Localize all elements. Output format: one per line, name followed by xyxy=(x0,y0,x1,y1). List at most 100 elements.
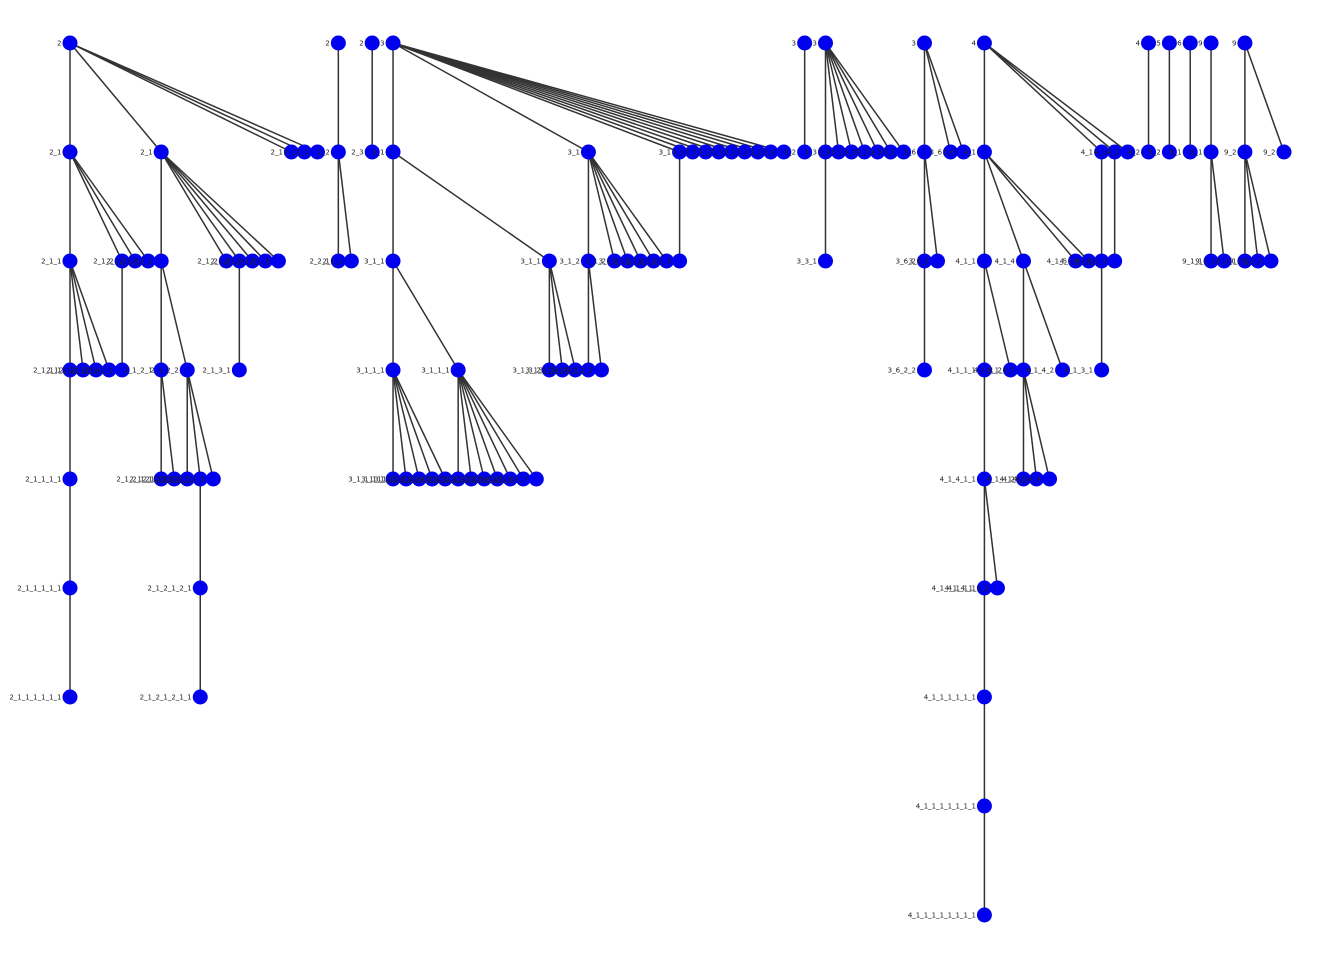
tree-node[interactable]: 4_1_4_2 xyxy=(987,471,1031,487)
node-circle[interactable] xyxy=(424,471,440,487)
tree-node[interactable]: 3_3 xyxy=(870,144,899,160)
tree-node[interactable]: 3_3 xyxy=(805,144,833,160)
tree-node[interactable]: 2_1_4 xyxy=(119,253,156,269)
node-circle[interactable] xyxy=(797,35,813,51)
node-circle[interactable] xyxy=(385,35,401,51)
node-circle[interactable] xyxy=(930,253,946,269)
tree-node[interactable]: 2_1_4 xyxy=(223,253,260,269)
node-circle[interactable] xyxy=(844,144,860,160)
tree-node[interactable]: 3_6_3 xyxy=(909,253,946,269)
node-circle[interactable] xyxy=(411,471,427,487)
tree-node[interactable]: 3_1_2 xyxy=(638,253,675,269)
tree-node[interactable]: 3 xyxy=(912,35,932,51)
node-circle[interactable] xyxy=(476,471,492,487)
tree-node[interactable]: 3_1_1_1_2 xyxy=(426,471,479,487)
node-circle[interactable] xyxy=(1094,253,1110,269)
node-circle[interactable] xyxy=(257,253,273,269)
tree-node[interactable]: 3_1_2_2 xyxy=(565,362,609,378)
node-circle[interactable] xyxy=(528,471,544,487)
tree-node[interactable]: 3_1_2 xyxy=(586,253,622,269)
node-circle[interactable] xyxy=(1182,35,1198,51)
tree-node[interactable]: 5 xyxy=(1156,35,1177,51)
node-circle[interactable] xyxy=(62,35,78,51)
tree-node[interactable]: 2_1_6 xyxy=(250,253,286,269)
node-circle[interactable] xyxy=(62,144,78,160)
node-circle[interactable] xyxy=(1042,471,1058,487)
node-circle[interactable] xyxy=(711,144,727,160)
node-circle[interactable] xyxy=(153,362,169,378)
node-circle[interactable] xyxy=(140,253,156,269)
tree-node[interactable]: 4_1_1_1 xyxy=(948,362,992,378)
node-circle[interactable] xyxy=(554,362,570,378)
tree-node[interactable]: 2 xyxy=(325,35,346,51)
tree-node[interactable]: 3_1_1_1_5 xyxy=(400,471,453,487)
node-circle[interactable] xyxy=(896,144,912,160)
tree-node[interactable]: 2_1_2 xyxy=(197,253,234,269)
tree-node[interactable]: 2_1 xyxy=(297,144,325,160)
tree-node[interactable]: 3_1 xyxy=(685,144,714,160)
node-circle[interactable] xyxy=(916,144,932,160)
node-circle[interactable] xyxy=(633,253,649,269)
node-circle[interactable] xyxy=(1120,144,1136,160)
node-circle[interactable] xyxy=(62,362,78,378)
node-circle[interactable] xyxy=(1068,253,1084,269)
tree-node[interactable]: 4_1_4 xyxy=(1086,253,1123,269)
node-circle[interactable] xyxy=(580,144,596,160)
node-circle[interactable] xyxy=(1015,471,1031,487)
node-circle[interactable] xyxy=(737,144,753,160)
node-circle[interactable] xyxy=(1002,362,1018,378)
node-circle[interactable] xyxy=(114,253,130,269)
tree-node[interactable]: 3_3 xyxy=(831,144,860,160)
tree-node[interactable]: 4_1_1_1_1_1_1 xyxy=(924,689,992,705)
node-circle[interactable] xyxy=(1182,144,1198,160)
tree-node[interactable]: 2_1_1_1_1_1 xyxy=(17,580,78,596)
tree-node[interactable]: 3_6_2 xyxy=(896,253,932,269)
node-circle[interactable] xyxy=(450,362,466,378)
node-circle[interactable] xyxy=(309,144,325,160)
node-circle[interactable] xyxy=(1216,253,1232,269)
node-circle[interactable] xyxy=(153,144,169,160)
tree-node[interactable]: 2_1_2_1_2 xyxy=(155,471,208,487)
node-circle[interactable] xyxy=(1094,144,1110,160)
tree-node[interactable]: 4_1_4 xyxy=(995,253,1031,269)
node-circle[interactable] xyxy=(817,253,833,269)
tree-node[interactable]: 2_1_2_1_2_1 xyxy=(148,580,208,596)
tree-node[interactable]: 2_1 xyxy=(140,144,169,160)
node-circle[interactable] xyxy=(153,253,169,269)
tree-node[interactable]: 4_1 xyxy=(1094,144,1123,160)
tree-node[interactable]: 2_1_1_1_1 xyxy=(25,471,78,487)
tree-node[interactable]: 4_1_6 xyxy=(1060,253,1097,269)
node-circle[interactable] xyxy=(989,580,1005,596)
node-circle[interactable] xyxy=(857,144,873,160)
tree-node[interactable]: 9_2_1 xyxy=(1216,253,1253,269)
node-circle[interactable] xyxy=(1276,144,1292,160)
node-circle[interactable] xyxy=(192,689,208,705)
tree-node[interactable]: 2_1_2_1 xyxy=(124,362,169,378)
tree-node[interactable]: 3_1_1_1_1 xyxy=(348,471,401,487)
node-circle[interactable] xyxy=(385,471,401,487)
tree-node[interactable]: 6_1 xyxy=(1169,144,1198,160)
node-circle[interactable] xyxy=(179,471,195,487)
tree-node[interactable]: 2_3 xyxy=(351,144,380,160)
tree-node[interactable]: 3_1 xyxy=(737,144,766,160)
node-circle[interactable] xyxy=(1055,362,1071,378)
tree-node[interactable]: 3_1_1_1_4 xyxy=(387,471,440,487)
node-circle[interactable] xyxy=(62,689,78,705)
tree-node[interactable]: 4 xyxy=(1136,35,1157,51)
tree-node[interactable]: 3_1_3_3 xyxy=(526,362,570,378)
node-circle[interactable] xyxy=(606,253,622,269)
node-circle[interactable] xyxy=(450,471,466,487)
tree-node[interactable]: 6 xyxy=(1177,35,1198,51)
node-circle[interactable] xyxy=(1094,362,1110,378)
tree-node[interactable]: 3_1_1_1_3 xyxy=(374,471,427,487)
node-circle[interactable] xyxy=(192,471,208,487)
node-circle[interactable] xyxy=(270,253,286,269)
tree-node[interactable]: 2_2 xyxy=(317,144,346,160)
tree-node[interactable]: 3_3 xyxy=(818,144,847,160)
node-circle[interactable] xyxy=(1141,144,1157,160)
tree-node[interactable]: 2_1_2_1_2_1_1 xyxy=(140,689,208,705)
tree-node[interactable]: 4_1_1_2 xyxy=(974,362,1018,378)
tree-node[interactable]: 3_1_1_1_1 xyxy=(413,471,466,487)
node-circle[interactable] xyxy=(916,35,932,51)
node-circle[interactable] xyxy=(541,362,557,378)
